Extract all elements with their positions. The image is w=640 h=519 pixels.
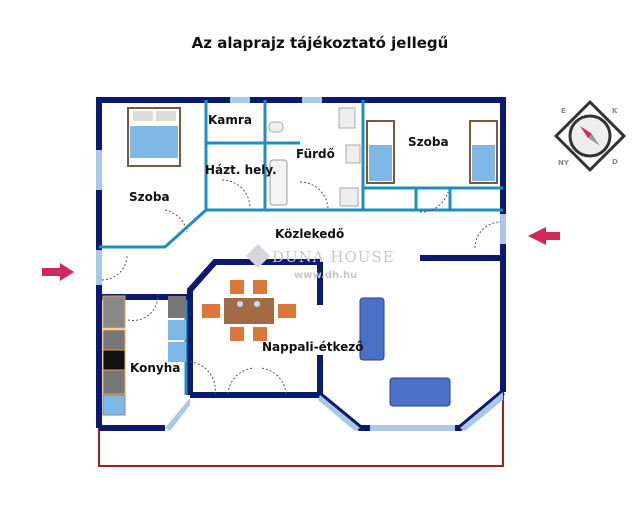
windows — [96, 97, 506, 431]
plan-title: Az alaprajz tájékoztató jellegű — [191, 34, 449, 52]
room-label-szoba-left: Szoba — [129, 190, 170, 204]
double-bed-icon — [127, 107, 181, 167]
dining-table-icon — [202, 280, 296, 341]
single-bed-icon — [366, 120, 395, 184]
room-label-furdo: Fürdő — [296, 147, 335, 161]
bathtub-icon — [269, 159, 288, 206]
room-label-szoba-right: Szoba — [408, 135, 449, 149]
svg-text:DUNA HOUSE: DUNA HOUSE — [272, 248, 395, 266]
svg-text:www.dh.hu: www.dh.hu — [294, 270, 357, 281]
compass-north: É — [561, 106, 566, 115]
washing-machine-icon — [102, 394, 126, 416]
compass-south: D — [612, 158, 618, 166]
entry-arrow-left — [42, 263, 74, 281]
shower-icon — [339, 187, 359, 207]
compass-west: NY — [558, 159, 570, 167]
room-label-konyha: Konyha — [130, 361, 180, 375]
washbasin-icon — [345, 144, 361, 164]
doors — [101, 179, 502, 395]
terrace-outline — [98, 392, 504, 467]
stove-icon — [102, 349, 126, 371]
entry-arrow-right — [528, 227, 560, 245]
compass-east: K — [612, 107, 618, 115]
watermark: DUNA HOUSE www.dh.hu — [246, 244, 395, 281]
room-label-kozlekedo: Közlekedő — [275, 227, 344, 241]
toilet-icon — [268, 121, 284, 133]
sofa-icon — [389, 377, 451, 407]
room-label-nappali: Nappali-étkező — [262, 340, 364, 354]
single-bed-icon — [469, 120, 498, 184]
sofa-icon — [359, 297, 385, 361]
kitchen-counter — [102, 295, 186, 416]
sink-icon — [338, 107, 356, 129]
compass-icon: É K NY D — [553, 99, 627, 173]
room-label-haztartasi: Házt. hely. — [205, 163, 277, 177]
room-label-kamra: Kamra — [208, 113, 252, 127]
